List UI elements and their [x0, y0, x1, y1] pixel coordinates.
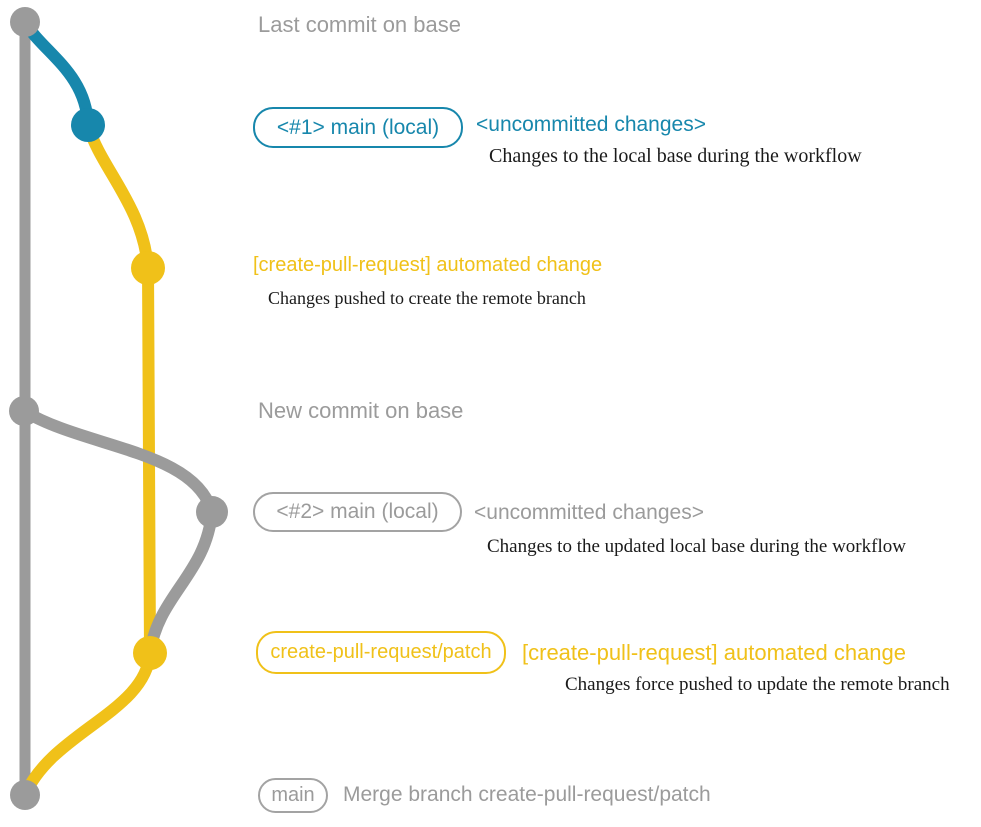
status-uncommitted-changes-2: <uncommitted changes>: [474, 501, 704, 524]
status-uncommitted-changes-1: <uncommitted changes>: [476, 113, 706, 136]
commit-message-automated-change-1: [create-pull-request] automated change: [253, 254, 603, 276]
caption-automated-change-1: Changes pushed to create the remote bran…: [268, 288, 586, 308]
caption-uncommitted-1: Changes to the local base during the wor…: [489, 145, 862, 167]
branch-label-main-local-1: <#1> main (local): [253, 107, 463, 148]
commit-node-automated-change-1: [131, 251, 165, 285]
edge-base-to-uncommitted-2: [18, 405, 218, 518]
edge-patch-to-merge: [19, 647, 156, 801]
edge-uncommitted-2-to-patch: [144, 506, 218, 659]
label-last-commit-on-base: Last commit on base: [258, 12, 461, 37]
commit-node-uncommitted-2: [196, 496, 228, 528]
branch-label-main-text: main: [271, 784, 315, 806]
branch-label-main-local-2-text: <#2> main (local): [276, 500, 439, 523]
commit-message-automated-change-2: [create-pull-request] automated change: [522, 640, 907, 665]
commit-node-automated-change-2: [133, 636, 167, 670]
commit-node-last-base: [10, 7, 40, 37]
commit-message-merge: Merge branch create-pull-request/patch: [343, 783, 711, 806]
edge-base-to-uncommitted-1: [19, 16, 94, 131]
commit-node-new-base: [9, 396, 39, 426]
caption-automated-change-2: Changes force pushed to update the remot…: [565, 674, 950, 695]
caption-uncommitted-2: Changes to the updated local base during…: [487, 536, 906, 557]
branch-label-create-pull-request-patch-text: create-pull-request/patch: [270, 641, 492, 663]
edge-uncommitted-1-to-patch: [82, 119, 154, 274]
label-new-commit-on-base: New commit on base: [258, 398, 464, 423]
commit-node-uncommitted-1: [71, 108, 105, 142]
branch-label-create-pull-request-patch: create-pull-request/patch: [256, 631, 506, 674]
branch-label-main: main: [258, 778, 328, 813]
commit-graph: [9, 7, 228, 810]
branch-label-main-local-2: <#2> main (local): [253, 492, 462, 532]
commit-node-merge: [10, 780, 40, 810]
branch-label-main-local-1-text: <#1> main (local): [276, 115, 440, 139]
